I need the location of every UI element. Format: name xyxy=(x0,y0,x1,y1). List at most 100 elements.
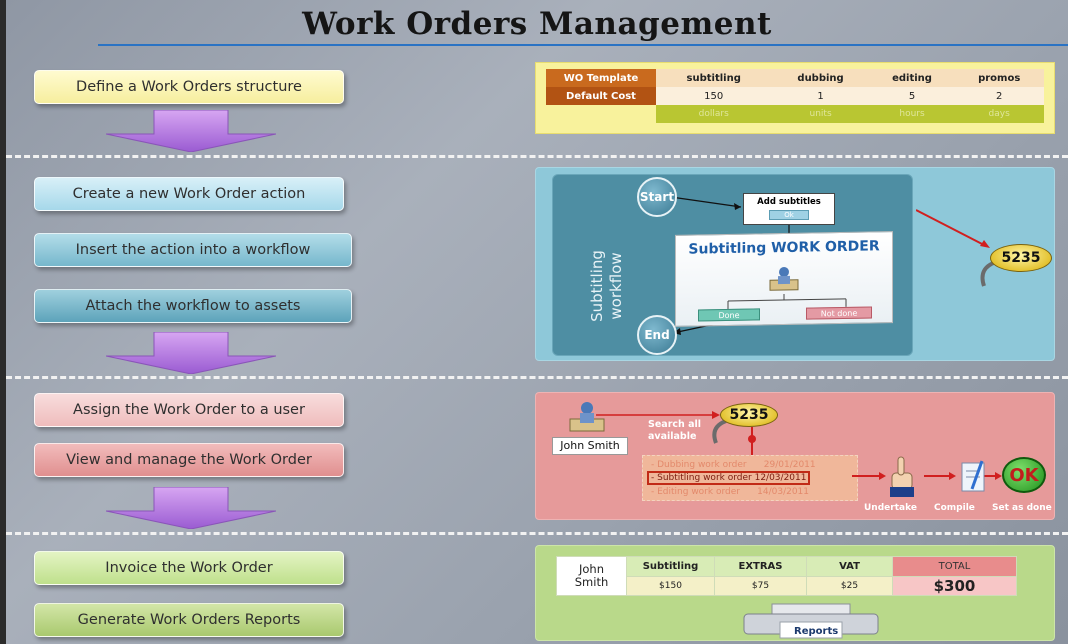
invoice-header: Subtitling xyxy=(626,556,715,577)
section-divider xyxy=(6,532,1068,535)
section-divider xyxy=(6,155,1068,158)
ok-done-icon: OK xyxy=(1002,457,1046,493)
start-label: Start xyxy=(639,190,675,204)
workflow-box: Subtitling workflow Start Add subtitles … xyxy=(552,174,913,356)
process-arrows xyxy=(852,472,1002,480)
undertake-label: Undertake xyxy=(864,503,917,513)
reports-printer[interactable]: Reports xyxy=(736,602,886,640)
empty-cell xyxy=(546,105,656,123)
step-view-manage[interactable]: View and manage the Work Order xyxy=(34,443,344,477)
step-generate-reports[interactable]: Generate Work Orders Reports xyxy=(34,603,344,637)
order-date: 14/03/2011 xyxy=(757,487,810,497)
unit-value: dollars xyxy=(656,105,772,123)
step-label: Define a Work Orders structure xyxy=(76,79,302,95)
cost-value: 5 xyxy=(869,87,955,105)
work-order-title: Subtitling WORK ORDER xyxy=(688,238,880,258)
default-cost-label: Default Cost xyxy=(546,87,656,105)
pointing-hand-icon xyxy=(890,456,914,497)
invoice-table: John Smith Subtitling EXTRAS VAT TOTAL $… xyxy=(556,556,1017,596)
red-connector-arrow xyxy=(916,209,990,248)
step-label: Create a new Work Order action xyxy=(72,186,306,202)
set-done-label: Set as done xyxy=(992,503,1052,513)
work-order-document: Subtitling WORK ORDER Done Not done xyxy=(675,231,893,327)
column-header: promos xyxy=(954,69,1044,87)
end-label: End xyxy=(644,328,670,342)
order-date: 29/01/2011 xyxy=(763,460,816,470)
column-header: editing xyxy=(869,69,955,87)
person-first-name: John xyxy=(578,562,604,576)
wo-number-coin: 5235 xyxy=(990,244,1052,272)
unit-value: units xyxy=(771,105,870,123)
step-label: Invoice the Work Order xyxy=(105,560,273,576)
ok-label: OK xyxy=(1009,464,1039,486)
step-label: Assign the Work Order to a user xyxy=(73,402,305,418)
wo-structure-panel: WO Template subtitling dubbing editing p… xyxy=(535,62,1055,134)
cost-value: 1 xyxy=(771,87,870,105)
work-order-list: - Dubbing work order 29/01/2011 - Subtit… xyxy=(642,455,858,501)
start-node[interactable]: Start xyxy=(637,177,677,217)
order-item[interactable]: - Dubbing work order 29/01/2011 xyxy=(651,460,816,470)
done-badge: Done xyxy=(698,308,760,322)
down-arrow-icon xyxy=(106,332,276,374)
step-insert-action[interactable]: Insert the action into a workflow xyxy=(34,233,352,267)
search-line: Search all xyxy=(648,419,702,430)
step-label: View and manage the Work Order xyxy=(66,452,312,468)
cost-value: 2 xyxy=(954,87,1044,105)
unit-value: days xyxy=(954,105,1044,123)
step-assign-user[interactable]: Assign the Work Order to a user xyxy=(34,393,344,427)
step-create-action[interactable]: Create a new Work Order action xyxy=(34,177,344,211)
not-done-badge: Not done xyxy=(806,306,872,320)
invoice-header: VAT xyxy=(806,556,893,577)
step-label: Insert the action into a workflow xyxy=(75,242,311,258)
section-divider xyxy=(6,376,1068,379)
user-name-box: John Smith xyxy=(552,437,628,455)
column-header: subtitling xyxy=(656,69,772,87)
total-value: $300 xyxy=(892,576,1017,596)
reports-label: Reports xyxy=(794,626,839,637)
order-name: - Subtitling work order xyxy=(651,473,752,483)
branch-lines xyxy=(727,293,847,309)
step-define-structure[interactable]: Define a Work Orders structure xyxy=(34,70,344,104)
wo-number: 5235 xyxy=(1001,250,1041,266)
unit-value: hours xyxy=(869,105,955,123)
diagram-canvas: Work Orders Management Define a Work Ord… xyxy=(6,0,1068,644)
down-arrow-icon xyxy=(106,487,276,529)
search-line: available xyxy=(648,431,697,442)
down-arrow-icon xyxy=(106,110,276,152)
assignment-panel: John Smith Search all available 5235 - D… xyxy=(535,392,1055,520)
invoice-value: $25 xyxy=(806,576,893,596)
wo-number: 5235 xyxy=(729,407,769,423)
user-desk-icon xyxy=(569,402,605,432)
compile-label: Compile xyxy=(934,503,975,513)
page-title: Work Orders Management xyxy=(302,6,772,42)
invoice-person: John Smith xyxy=(556,556,627,596)
wo-template-header: WO Template xyxy=(546,69,656,87)
wo-template-table: WO Template subtitling dubbing editing p… xyxy=(546,69,1044,123)
order-item[interactable]: - Editing work order 14/03/2011 xyxy=(651,487,809,497)
invoice-panel: John Smith Subtitling EXTRAS VAT TOTAL $… xyxy=(535,545,1055,641)
add-subtitles-task[interactable]: Add subtitles Ok xyxy=(743,193,835,225)
invoice-value: $75 xyxy=(714,576,807,596)
compile-document-icon xyxy=(961,460,985,492)
wo-number-coin: 5235 xyxy=(720,403,778,427)
order-item-selected[interactable]: - Subtitling work order 12/03/2011 xyxy=(647,471,811,485)
end-node[interactable]: End xyxy=(637,315,677,355)
task-ok-button[interactable]: Ok xyxy=(769,210,809,220)
invoice-header: EXTRAS xyxy=(714,556,807,577)
column-header: dubbing xyxy=(771,69,870,87)
step-attach-workflow[interactable]: Attach the workflow to assets xyxy=(34,289,352,323)
step-invoice[interactable]: Invoice the Work Order xyxy=(34,551,344,585)
order-date: 12/03/2011 xyxy=(754,473,807,483)
curved-arrow-icon xyxy=(712,419,727,444)
total-header: TOTAL xyxy=(892,556,1017,577)
step-label: Attach the workflow to assets xyxy=(85,298,301,314)
task-label: Add subtitles xyxy=(757,197,821,207)
title-underline xyxy=(98,44,1068,46)
order-name: - Dubbing work order xyxy=(651,460,747,470)
workflow-panel: Subtitling workflow Start Add subtitles … xyxy=(535,167,1055,361)
cost-value: 150 xyxy=(656,87,772,105)
step-label: Generate Work Orders Reports xyxy=(77,612,301,628)
printer-icon xyxy=(743,603,879,639)
person-last-name: Smith xyxy=(574,575,609,589)
user-desk-icon xyxy=(769,266,799,291)
